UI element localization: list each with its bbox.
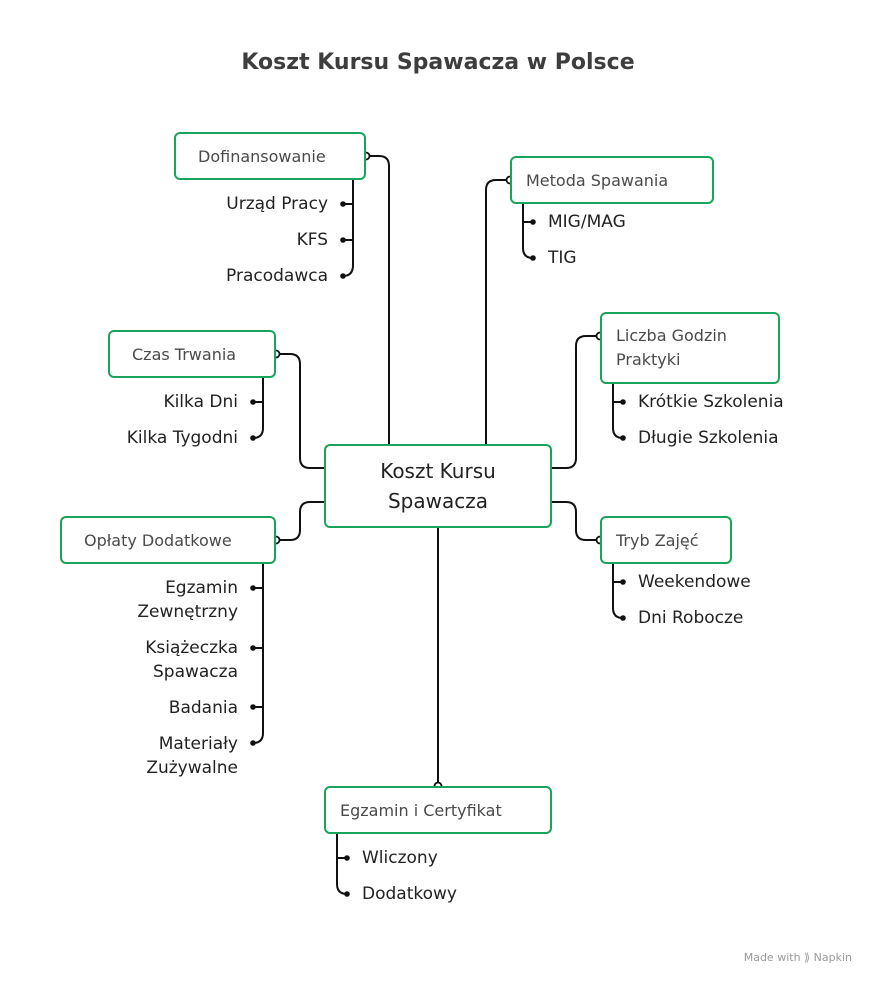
leaf-dlugie-szkolenia: Długie Szkolenia [638, 428, 779, 448]
node-egzamin-certyfikat-label: Egzamin i Certyfikat [340, 800, 502, 820]
node-metoda-spawania-label: Metoda Spawania [526, 170, 669, 190]
leaf-mig-mag: MIG/MAG [548, 212, 626, 232]
leaf-tig: TIG [548, 248, 577, 268]
leaf-weekendowe: Weekendowe [638, 572, 751, 592]
node-czas-trwania: Czas Trwania [108, 330, 276, 378]
leaf-krotkie-szkolenia: Krótkie Szkolenia [638, 392, 784, 412]
diagram-title: Koszt Kursu Spawacza w Polsce [241, 50, 635, 75]
node-liczba-godzin: Liczba Godzin Praktyki [600, 312, 780, 384]
leaf-kilka-dni: Kilka Dni [163, 392, 238, 412]
leaf-badania: Badania [168, 698, 238, 718]
leaf-materialy-zuzywalne: Materiały Zużywalne [146, 734, 238, 778]
leaf-dni-robocze: Dni Robocze [638, 608, 744, 628]
node-oplaty-dodatkowe-label: Opłaty Dodatkowe [84, 530, 232, 550]
leaf-pracodawca: Pracodawca [226, 266, 328, 286]
leaf-urzad-pracy: Urząd Pracy [226, 194, 328, 214]
node-liczba-godzin-label: Liczba Godzin Praktyki [616, 326, 727, 369]
node-metoda-spawania: Metoda Spawania [510, 156, 714, 204]
leaf-ksiazeczka-spawacza: Książeczka Spawacza [145, 638, 238, 682]
node-oplaty-dodatkowe: Opłaty Dodatkowe [60, 516, 276, 564]
node-dofinansowanie: Dofinansowanie [174, 132, 366, 180]
leaf-wliczony: Wliczony [362, 848, 438, 868]
napkin-watermark: Made with ⟫ Napkin [743, 951, 852, 964]
node-egzamin-certyfikat: Egzamin i Certyfikat [324, 786, 552, 834]
central-node-label: Koszt Kursu Spawacza [380, 459, 496, 513]
node-dofinansowanie-label: Dofinansowanie [198, 146, 326, 166]
leaf-kilka-tygodni: Kilka Tygodni [126, 428, 238, 448]
node-czas-trwania-label: Czas Trwania [132, 344, 237, 364]
leaf-egzamin-zewnetrzny: Egzamin Zewnętrzny [137, 578, 238, 622]
leaf-dodatkowy: Dodatkowy [362, 884, 457, 904]
node-tryb-zajec-label: Tryb Zajęć [616, 530, 699, 550]
leaf-kfs: KFS [296, 230, 328, 250]
central-node: Koszt Kursu Spawacza [324, 444, 552, 528]
node-tryb-zajec: Tryb Zajęć [600, 516, 732, 564]
